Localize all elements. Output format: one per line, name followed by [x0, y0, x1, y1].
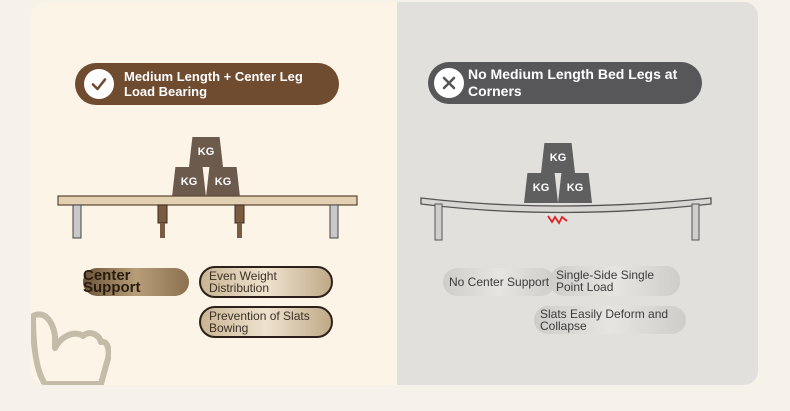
close-icon [434, 68, 464, 98]
single-side-label: Single-Side Single Point Load [550, 266, 680, 296]
good-title-pill: Medium Length + Center Leg Load Bearing [75, 63, 339, 105]
deform-label: Slats Easily Deform and Collapse [534, 306, 686, 334]
weight-right: KG [206, 167, 240, 197]
bad-title-pill: No Medium Length Bed Legs at Corners [428, 62, 702, 104]
prevention-button[interactable]: Prevention of Slats Bowing [199, 306, 333, 338]
no-center-support-label: No Center Support [443, 268, 556, 296]
hand-pointer-icon [31, 311, 111, 385]
weight-left: KG [172, 167, 206, 197]
weight-top: KG [541, 143, 575, 173]
check-icon [84, 69, 114, 99]
comparison-card: Medium Length + Center Leg Load Bearing … [31, 2, 758, 385]
center-support-button[interactable]: Center Support [83, 268, 189, 296]
even-weight-button[interactable]: Even Weight Distribution [199, 266, 333, 298]
right-panel: No Medium Length Bed Legs at Corners KG … [397, 2, 758, 385]
weight-left: KG [524, 173, 558, 203]
weight-right: KG [558, 173, 592, 203]
bed-frame-supported [57, 195, 358, 239]
crack-icon [547, 215, 568, 225]
bad-title: No Medium Length Bed Legs at Corners [468, 66, 678, 99]
weight-top: KG [189, 137, 223, 167]
bed-frame-sagging [420, 197, 712, 241]
good-title: Medium Length + Center Leg Load Bearing [124, 69, 303, 99]
left-panel: Medium Length + Center Leg Load Bearing … [31, 2, 397, 385]
